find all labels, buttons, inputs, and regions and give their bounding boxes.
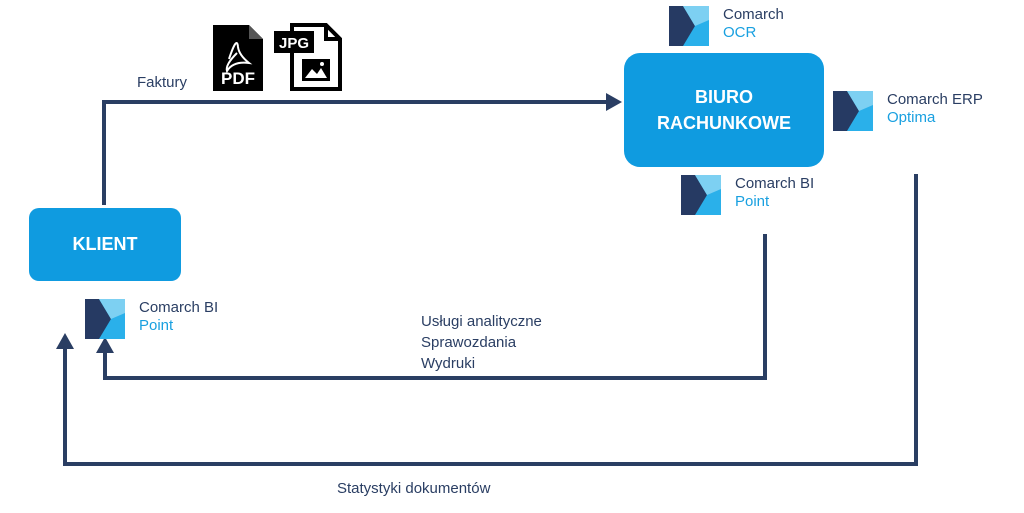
brand-name: Comarch <box>723 6 784 23</box>
sprawozdania-label: Sprawozdania <box>421 334 517 351</box>
arrow-uslugi-head <box>96 337 114 353</box>
brand-name: Comarch BI <box>735 175 815 192</box>
comarch-logo-icon <box>669 6 709 46</box>
biuro-label-line2: RACHUNKOWE <box>657 113 791 133</box>
brand-name: Comarch BI <box>139 299 219 316</box>
jpg-file-icon: JPG <box>274 23 342 91</box>
uslugi-label: Usługi analityczne <box>421 313 542 330</box>
wydruki-label: Wydruki <box>421 355 476 372</box>
brand-comarch-bi-klient: Comarch BI Point <box>85 299 218 339</box>
statystyki-label: Statystyki dokumentów <box>337 480 491 497</box>
pdf-file-label: PDF <box>221 69 255 88</box>
klient-node: KLIENT <box>29 208 181 281</box>
arrow-uslugi <box>103 234 767 380</box>
biuro-label-line1: BIURO <box>695 87 753 107</box>
jpg-file-label: JPG <box>279 35 309 52</box>
brand-name: Comarch ERP <box>887 91 983 108</box>
brand-comarch-erp-optima: Comarch ERP Optima <box>833 91 983 131</box>
arrow-faktury-head <box>606 93 622 111</box>
arrow-statystyki-head <box>56 333 74 349</box>
comarch-logo-icon <box>85 299 125 339</box>
brand-product: OCR <box>723 24 757 41</box>
comarch-logo-icon <box>681 175 721 215</box>
klient-label: KLIENT <box>72 234 138 254</box>
arrow-faktury <box>102 100 612 205</box>
comarch-logo-icon <box>833 91 873 131</box>
faktury-label: Faktury <box>137 74 188 91</box>
brand-product: Point <box>735 193 770 210</box>
brand-product: Optima <box>887 109 936 126</box>
brand-comarch-bi-biuro: Comarch BI Point <box>681 175 814 215</box>
biuro-node: BIURO RACHUNKOWE <box>624 53 824 167</box>
arrow-statystyki <box>63 174 918 466</box>
uslugi-labels: Usługi analityczne Sprawozdania Wydruki <box>421 311 542 374</box>
brand-product: Point <box>139 317 174 334</box>
brand-comarch-ocr: Comarch OCR <box>669 6 784 46</box>
pdf-file-icon: PDF <box>213 25 263 91</box>
